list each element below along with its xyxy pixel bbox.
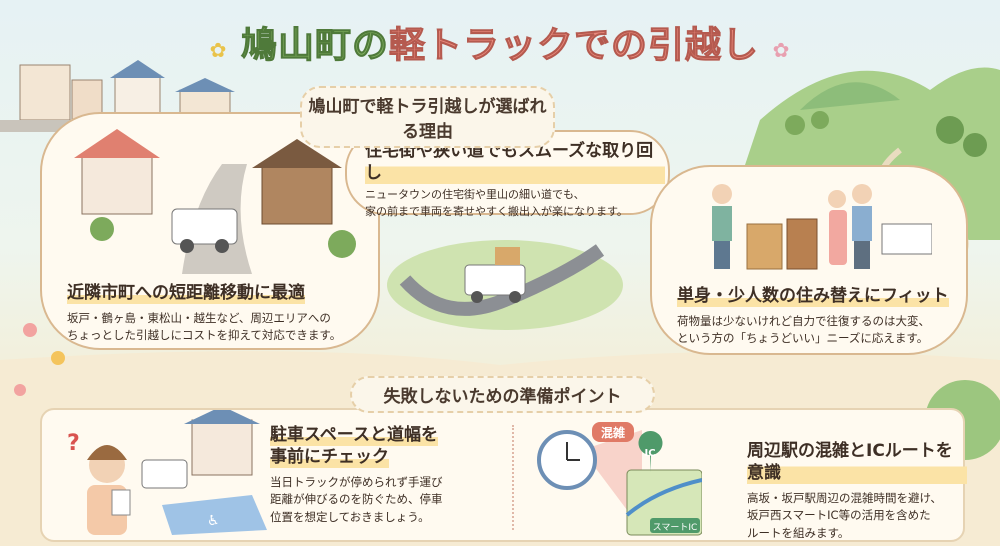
point-title-line: 駐車スペースと道幅を <box>270 424 438 447</box>
description-line: 当日トラックが停められず手運び <box>270 475 443 490</box>
points-heading-text: 失敗しないための準備ポイント <box>383 387 622 407</box>
description-line: ニュータウンの住宅街や里山の細い道でも、 <box>365 188 585 202</box>
flower-icon: ✿ <box>772 38 791 62</box>
ic-pin-icon: IC <box>644 448 655 459</box>
title-town: 鳩山町の <box>240 25 389 67</box>
smart-ic-label: スマートIC <box>653 523 698 533</box>
reason-description: 荷物量は少ないけれど自力で往復するのは大変、 という方の「ちょうどいい」ニーズに… <box>677 313 967 348</box>
point-title-line: 事前にチェック <box>270 446 389 469</box>
description-line: 距離が伸びるのを防ぐため、停車 <box>270 492 443 507</box>
family-furniture-illustration <box>712 184 932 270</box>
description-line: 高坂・坂戸駅周辺の混雑時間を避け、 <box>747 491 942 506</box>
divider <box>512 425 514 530</box>
preparation-points-card: ? ♿ 駐車スペースと道幅を 事前にチェック 当日トラックが停められず手運び 距… <box>40 408 967 542</box>
point-description: 高坂・坂戸駅周辺の混雑時間を避け、 坂戸西スマートIC等の活用を含めた ルートを… <box>747 490 967 542</box>
reason-card-short-distance: 近隣市町への短距離移動に最適 坂戸・鶴ヶ島・東松山・越生など、周辺エリアへの ち… <box>40 112 380 350</box>
page-title: ✿ 鳩山町の軽トラックでの引越し ✿ <box>0 16 1000 68</box>
truck-road-illustration <box>387 240 623 330</box>
parking-check-illustration: ? ♿ <box>67 410 267 535</box>
description-line: 坂戸・鶴ヶ島・東松山・越生など、周辺エリアへの <box>67 311 331 326</box>
congestion-ic-illustration: 混雑 IC スマートIC <box>537 422 702 536</box>
flower-icon: ✿ <box>209 38 228 62</box>
description-line: 位置を想定しておきましょう。 <box>270 509 430 524</box>
reason-title: 近隣市町への短距離移動に最適 <box>67 282 305 305</box>
description-line: 家の前まで車両を寄せやすく搬出入が楽になります。 <box>365 204 628 218</box>
description-line: という方の「ちょうどいい」ニーズに応えます。 <box>677 331 929 346</box>
points-heading: 失敗しないための準備ポイント <box>350 376 655 413</box>
point-title: 周辺駅の混雑とICルートを意識 <box>747 440 967 485</box>
point-description: 当日トラックが停められず手運び 距離が伸びるのを防ぐため、停車 位置を想定してお… <box>270 474 510 526</box>
title-service: 軽トラックでの引越し <box>388 25 760 67</box>
mountain <box>800 82 900 110</box>
description-line: 坂戸西スマートIC等の活用を含めた <box>747 508 931 523</box>
description-line: ちょっとした引越しにコストを抑えて対応できます。 <box>67 328 342 343</box>
houses-street-illustration <box>74 129 356 274</box>
reason-title: 単身・少人数の住み替えにフィット <box>677 285 949 308</box>
description-line: 荷物量は少ないけれど自力で往復するのは大変、 <box>677 314 930 329</box>
reason-description: ニュータウンの住宅街や里山の細い道でも、 家の前まで車両を寄せやすく搬出入が楽に… <box>365 187 665 220</box>
reason-card-single-household: 単身・少人数の住み替えにフィット 荷物量は少ないけれど自力で往復するのは大変、 … <box>650 165 968 355</box>
reasons-heading-text: 鳩山町で軽トラ引越しが選ばれる理由 <box>308 97 547 142</box>
question-mark: ? <box>67 431 80 456</box>
reasons-heading: 鳩山町で軽トラ引越しが選ばれる理由 <box>300 86 555 148</box>
flowers-left <box>14 323 65 396</box>
description-line: ルートを組みます。 <box>747 525 850 540</box>
congestion-label: 混雑 <box>601 425 625 440</box>
reason-description: 坂戸・鶴ヶ島・東松山・越生など、周辺エリアへの ちょっとした引越しにコストを抑え… <box>67 310 367 345</box>
wheelchair-icon: ♿ <box>207 513 220 529</box>
